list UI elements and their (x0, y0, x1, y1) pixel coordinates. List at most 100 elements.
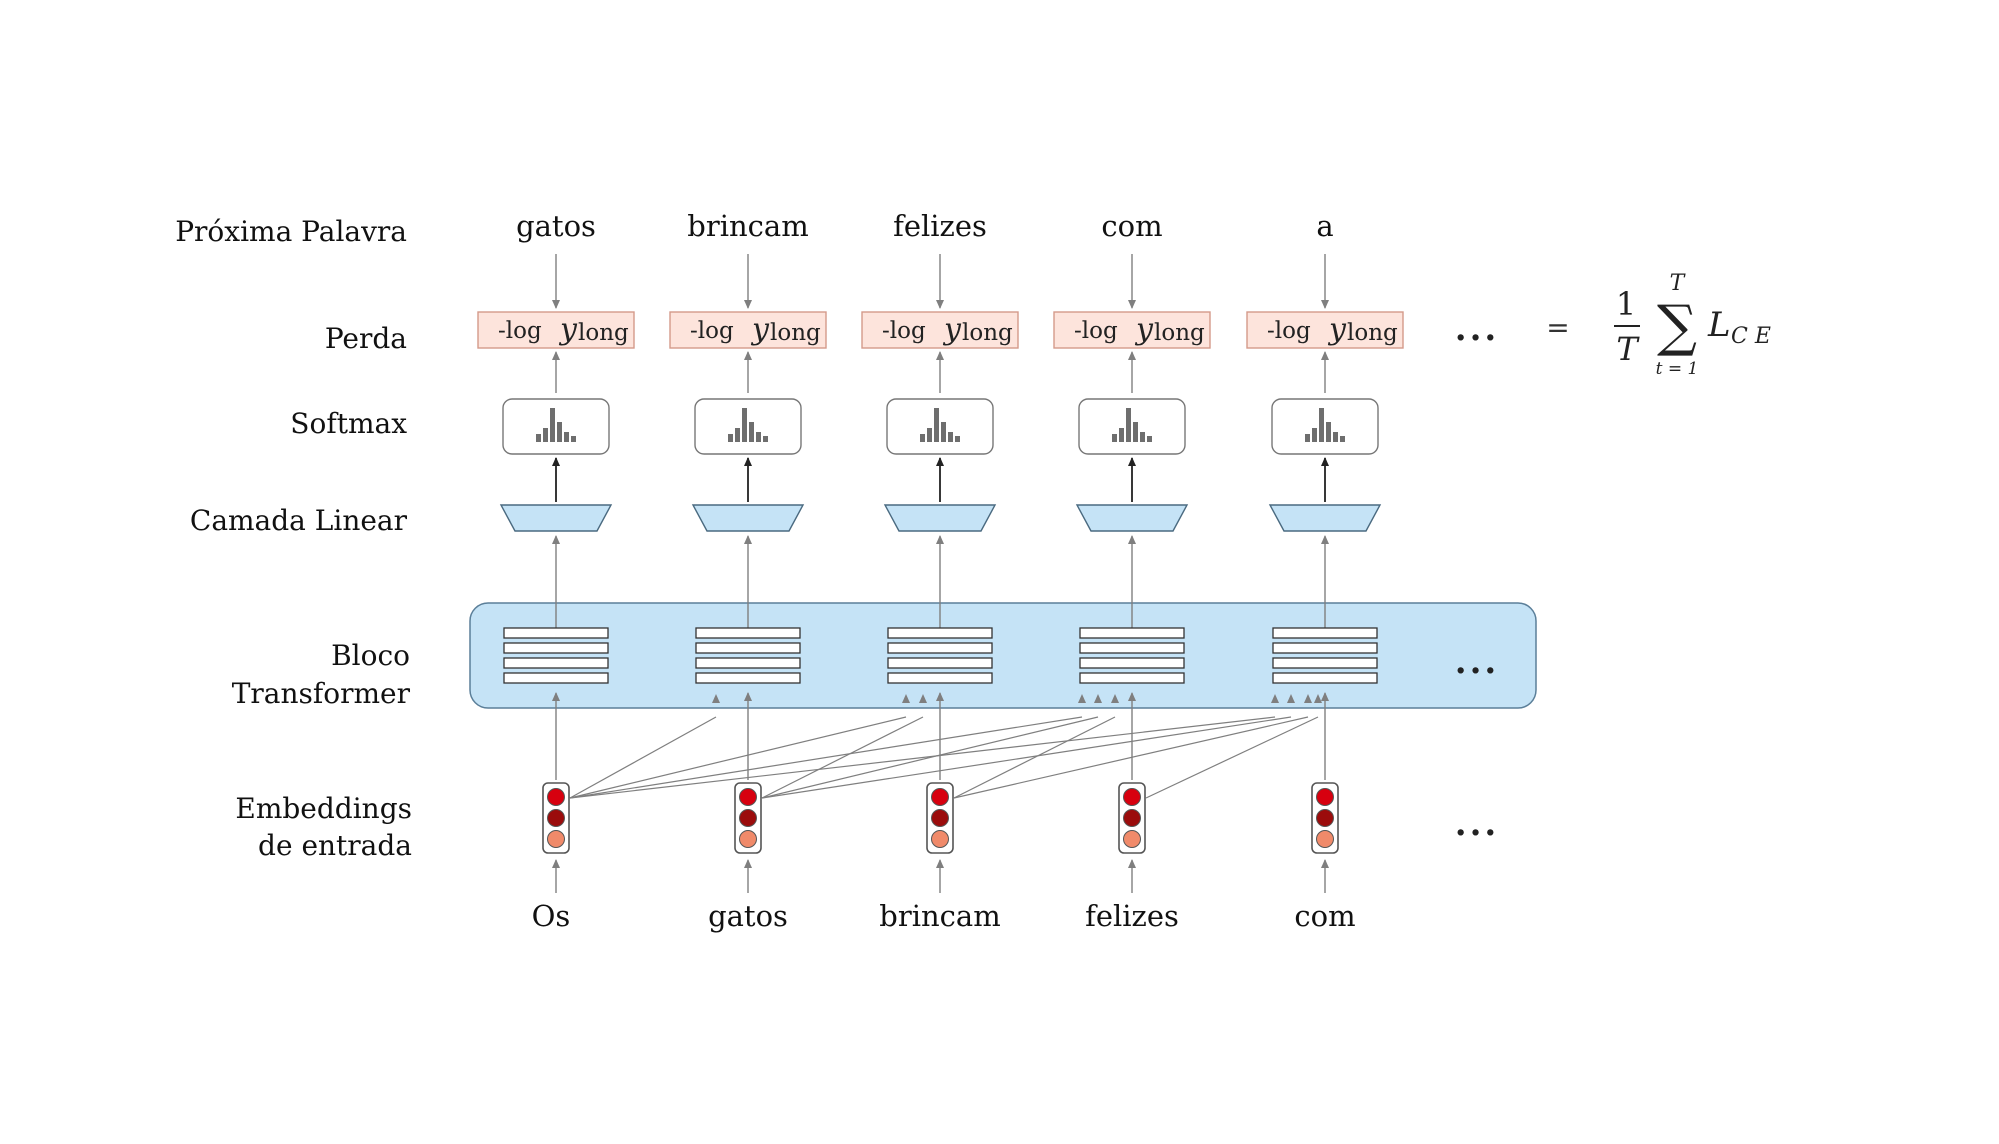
row-label-linear: Camada Linear (190, 504, 408, 537)
row-label-next-word: Próxima Palavra (175, 215, 407, 248)
linear-layer-shape (1075, 504, 1189, 532)
equals-sign: = (1546, 311, 1569, 344)
loss-prefix: -log (1074, 318, 1118, 344)
histogram-bar (1340, 436, 1345, 442)
attention-arrowhead (1287, 694, 1295, 703)
attention-line (1145, 716, 1319, 799)
attention-line (953, 716, 1309, 799)
formula-sum-upper: T (1670, 271, 1687, 296)
softmax-box (1271, 398, 1379, 455)
transformer-layer-row (1079, 672, 1185, 684)
histogram-bar (1140, 432, 1145, 442)
ellipsis-loss: ... (1455, 309, 1500, 349)
histogram-bar (557, 422, 562, 442)
loss-y: y (1327, 312, 1347, 347)
histogram-bar (749, 422, 754, 442)
embedding-cell (1123, 809, 1141, 827)
loss-formula: 1 T T ∑ t = 1 L C E (1614, 271, 1771, 379)
histogram-bar (763, 436, 768, 442)
input-word: gatos (708, 899, 788, 933)
linear-layer-shape (883, 504, 997, 532)
transformer-layer-row (503, 672, 609, 684)
softmax-box (1078, 398, 1186, 455)
histogram-icon (1112, 408, 1152, 442)
transformer-block (469, 602, 1537, 709)
input-word: com (1294, 899, 1355, 933)
histogram-icon (728, 408, 768, 442)
attention-line (953, 716, 1116, 799)
transformer-layer-row (887, 642, 993, 654)
histogram-bar (564, 432, 569, 442)
transformer-layer-row (695, 672, 801, 684)
attention-line (569, 716, 907, 799)
next-word: gatos (516, 209, 596, 243)
transformer-layer-row (1079, 642, 1185, 654)
next-word: a (1316, 209, 1333, 243)
formula-numerator: 1 (1616, 285, 1636, 323)
histogram-icon (536, 408, 576, 442)
transformer-layer-row (887, 672, 993, 684)
histogram-bar (934, 408, 939, 442)
histogram-bar (941, 422, 946, 442)
embedding-cell (931, 788, 949, 806)
embedding-cell (931, 830, 949, 848)
histogram-bar (1133, 422, 1138, 442)
transformer-layer-row (695, 642, 801, 654)
formula-loss-subscript: C E (1731, 324, 1771, 349)
attention-arrowhead (1271, 694, 1279, 703)
formula-denominator: T (1616, 330, 1640, 368)
next-word: felizes (893, 209, 987, 243)
histogram-bar (1126, 408, 1131, 442)
transformer-layer-row (695, 627, 801, 639)
attention-line (569, 716, 1083, 799)
histogram-icon (920, 408, 960, 442)
attention-line (761, 716, 1099, 799)
histogram-bar (536, 434, 541, 442)
embedding-cell (739, 809, 757, 827)
embedding-cell (739, 788, 757, 806)
row-label-embeddings-line1: Embeddings (235, 792, 412, 825)
embedding-cell (547, 788, 565, 806)
attention-arrowhead (1314, 694, 1322, 703)
loss-y: y (1134, 312, 1154, 347)
embedding-cell (1316, 788, 1334, 806)
transformer-layer-row (695, 657, 801, 669)
attention-arrowhead (1111, 694, 1119, 703)
row-label-transformer-line1: Bloco (331, 639, 410, 672)
embedding-cell (547, 809, 565, 827)
transformer-layer-row (503, 627, 609, 639)
embedding-cell (1316, 830, 1334, 848)
embedding-cell (1123, 830, 1141, 848)
attention-line (569, 716, 717, 799)
attention-arrowhead (1078, 694, 1086, 703)
histogram-bar (571, 436, 576, 442)
loss-prefix: -log (498, 318, 542, 344)
histogram-bar (1319, 408, 1324, 442)
histogram-bar (1333, 432, 1338, 442)
loss-box (1053, 311, 1211, 349)
histogram-bar (1305, 434, 1310, 442)
ellipsis-embeddings: ... (1455, 804, 1500, 844)
row-label-loss: Perda (325, 322, 407, 355)
embedding-cell (547, 830, 565, 848)
attention-line (761, 716, 924, 799)
row-label-softmax: Softmax (290, 407, 407, 440)
histogram-bar (735, 428, 740, 442)
histogram-bar (1112, 434, 1117, 442)
embedding-cell (739, 830, 757, 848)
transformer-layer-row (1272, 672, 1378, 684)
loss-prefix: -log (882, 318, 926, 344)
transformer-layer-row (1272, 627, 1378, 639)
loss-y: y (942, 312, 962, 347)
loss-subscript: long (962, 320, 1013, 346)
transformer-layer-row (1272, 642, 1378, 654)
histogram-bar (742, 408, 747, 442)
transformer-layer-row (503, 657, 609, 669)
loss-subscript: long (770, 320, 821, 346)
histogram-bar (1326, 422, 1331, 442)
